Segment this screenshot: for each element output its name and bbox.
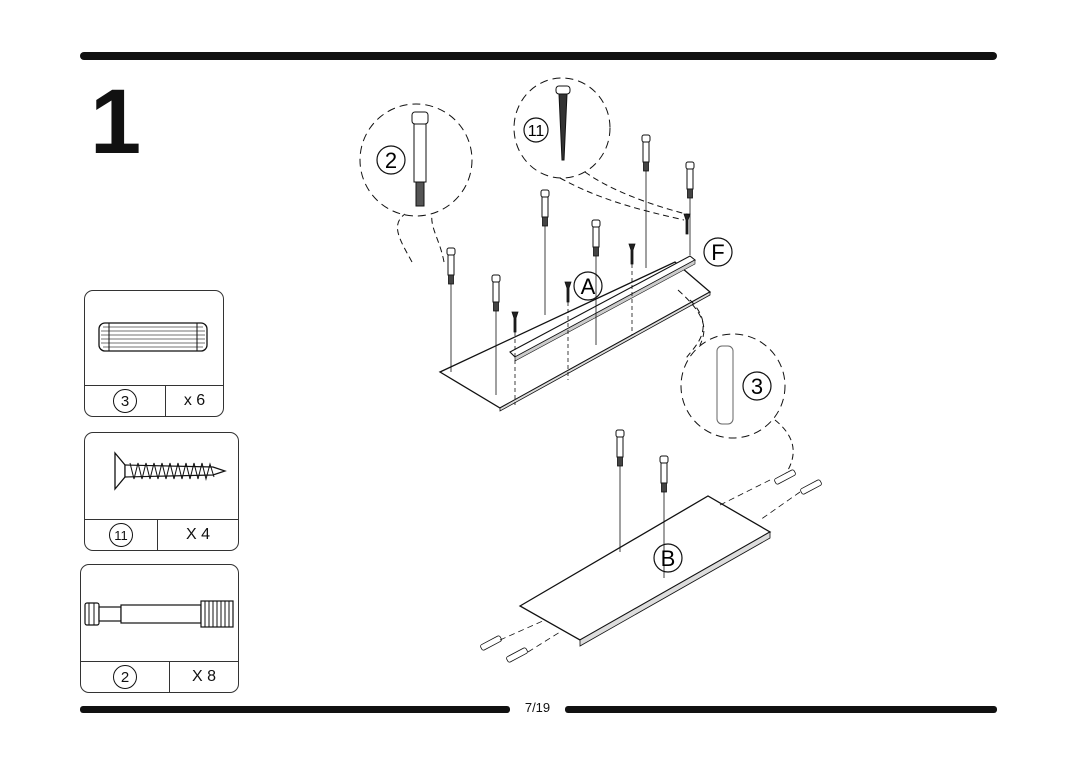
page-number: 7/19 (524, 700, 551, 715)
bottom-rule-right (565, 706, 997, 713)
top-rule (80, 52, 997, 60)
svg-text:B: B (661, 546, 676, 571)
part-quantity: X 4 (185, 526, 210, 543)
screws-panel-a (511, 213, 691, 405)
part-card-cam-bolt: 2 X 8 (80, 564, 239, 693)
callout-cam-bolt (359, 103, 473, 263)
panel-b (518, 495, 772, 641)
part-id-badge: 11 (109, 523, 133, 547)
part-id-badge: 2 (113, 665, 137, 689)
label-panel-a: A (573, 271, 603, 301)
part-image-dowel (85, 291, 223, 386)
svg-text:11: 11 (528, 123, 545, 140)
part-quantity: x 6 (183, 392, 206, 409)
part-card-screw: 11 X 4 (84, 432, 239, 551)
part-footer: 11 X 4 (85, 519, 238, 550)
screw-icon (114, 451, 227, 491)
cam-bolts-panel-a (446, 134, 695, 395)
part-footer: 2 X 8 (81, 661, 238, 692)
svg-text:3: 3 (751, 374, 763, 399)
label-panel-b: B (653, 543, 683, 573)
bottom-rule-left (80, 706, 510, 713)
callout-label-2: 2 (376, 145, 406, 175)
callout-label-11: 11 (523, 117, 549, 143)
part-image-cam-bolt (81, 565, 238, 661)
part-id-badge: 3 (113, 389, 137, 413)
part-footer: 3 x 6 (85, 385, 223, 416)
svg-text:F: F (711, 240, 724, 265)
part-quantity: X 8 (191, 668, 216, 685)
svg-text:2: 2 (385, 148, 397, 173)
part-image-screw (85, 433, 238, 518)
label-panel-f: F (703, 237, 733, 267)
cam-bolt-icon (84, 600, 234, 628)
panel-a (438, 261, 712, 409)
step-number: 1 (90, 71, 142, 173)
dowels-panel-b (480, 469, 822, 663)
wooden-dowel-icon (98, 322, 208, 352)
cam-bolts-panel-b (615, 429, 669, 578)
part-card-dowel: 3 x 6 (84, 290, 224, 417)
callout-label-3: 3 (742, 371, 772, 401)
callout-dowel (677, 289, 794, 476)
svg-text:A: A (581, 274, 596, 299)
callout-screw (513, 77, 691, 221)
